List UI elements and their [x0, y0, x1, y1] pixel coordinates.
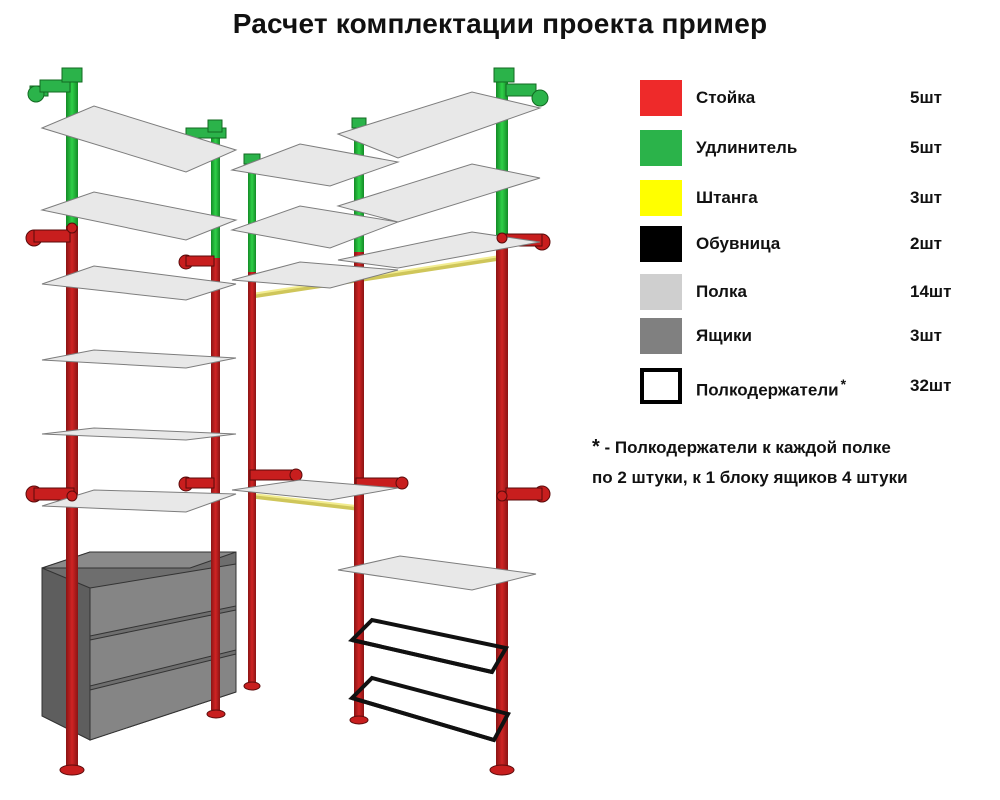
- post-feet: [59, 681, 515, 776]
- legend-item-udlinitel: Удлинитель 5шт: [640, 130, 980, 174]
- legend-label: Полкодержатели*: [696, 376, 846, 401]
- shelf-support-discs: [66, 222, 508, 502]
- legend-swatch: [640, 226, 682, 262]
- legend-item-yashchiki: Ящики 3шт: [640, 318, 980, 362]
- wardrobe-diagram: [25, 67, 551, 776]
- page-title: Расчет комплектации проекта пример: [232, 8, 768, 39]
- legend-count: 5шт: [910, 88, 942, 107]
- footnote-asterisk: *: [592, 436, 600, 458]
- legend-count: 5шт: [910, 138, 942, 157]
- shelves-middle: [230, 143, 400, 501]
- legend-item-stoika: Стойка 5шт: [640, 80, 980, 124]
- legend-label: Полка: [696, 282, 747, 301]
- legend-swatch: [640, 318, 682, 354]
- legend-swatch: [640, 274, 682, 310]
- shelves-right: [336, 91, 542, 591]
- legend-count: 14шт: [910, 282, 952, 301]
- legend-count: 3шт: [910, 188, 942, 207]
- legend-label: Ящики: [696, 326, 752, 345]
- legend-item-obuvnitsa: Обувница 2шт: [640, 226, 980, 270]
- legend-item-polkoderzhateli: Полкодержатели* 32шт: [640, 368, 980, 412]
- drawer-unit: [41, 551, 237, 741]
- legend-swatch: [640, 80, 682, 116]
- legend-label-text: Полкодержатели: [696, 380, 839, 400]
- legend-swatch: [640, 130, 682, 166]
- footnote: * - Полкодержатели к каждой полке по 2 ш…: [592, 432, 992, 493]
- shoe-racks: [348, 617, 511, 743]
- legend-count: 2шт: [910, 234, 942, 253]
- legend-item-shtanga: Штанга 3шт: [640, 180, 980, 224]
- legend-item-polka: Полка 14шт: [640, 274, 980, 318]
- footnote-line-2: по 2 штуки, к 1 блоку ящиков 4 штуки: [592, 468, 908, 487]
- legend-swatch: [640, 180, 682, 216]
- legend-label: Стойка: [696, 88, 756, 107]
- legend-swatch: [640, 368, 682, 404]
- legend-label: Обувница: [696, 234, 781, 253]
- legend-label: Штанга: [696, 188, 758, 207]
- shelves-left: [40, 105, 238, 513]
- legend-label: Удлинитель: [696, 138, 798, 157]
- legend-count: 32шт: [910, 376, 952, 395]
- top-brackets: [27, 67, 549, 165]
- footnote-line-1: - Полкодержатели к каждой полке: [599, 438, 891, 457]
- legend-count: 3шт: [910, 326, 942, 345]
- asterisk-mark: *: [840, 376, 847, 392]
